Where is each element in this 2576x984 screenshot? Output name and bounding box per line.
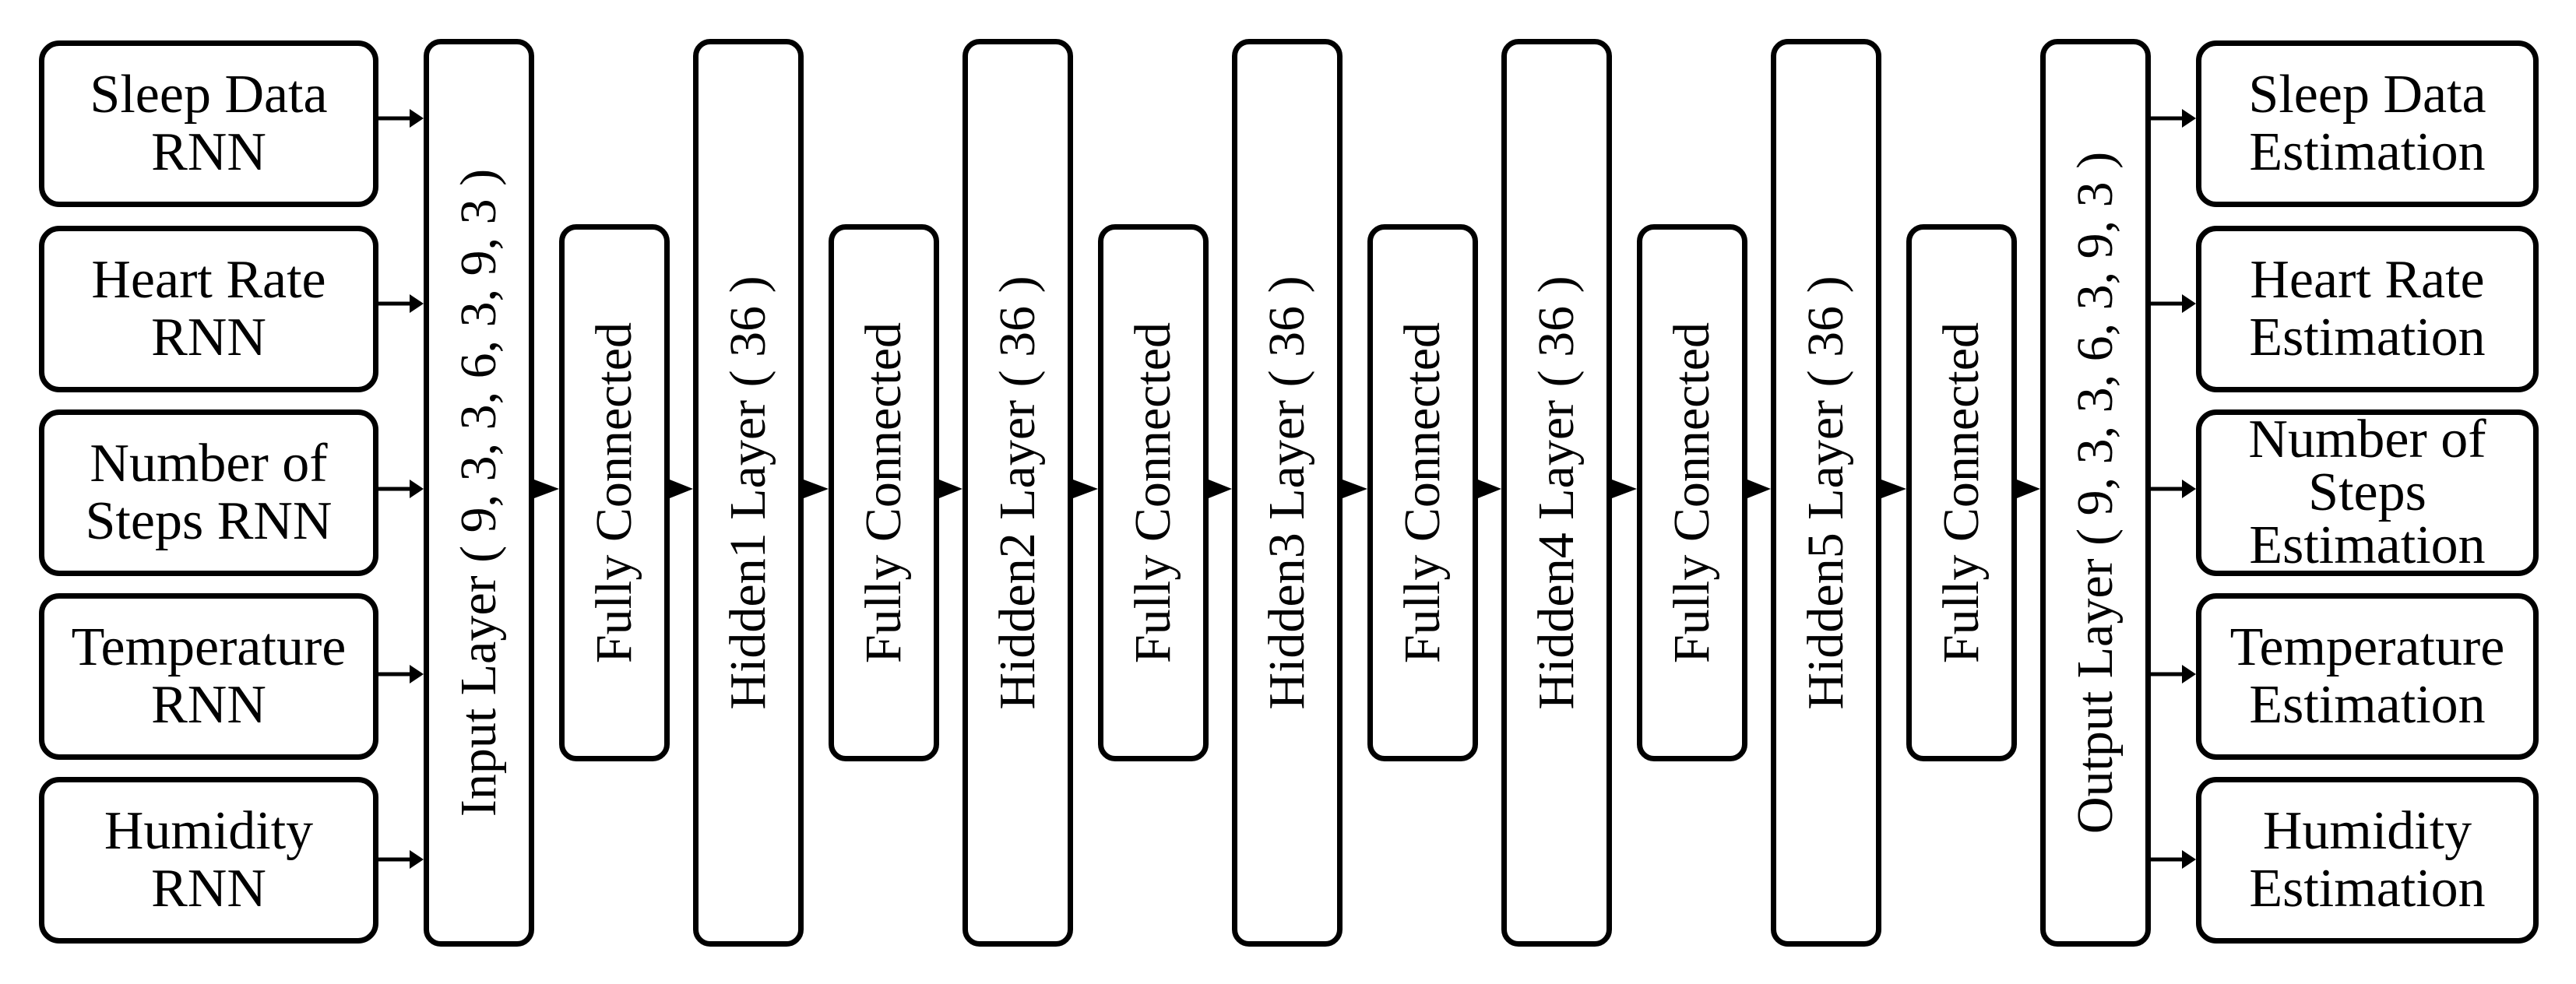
output-line: Heart Rate <box>2250 250 2485 310</box>
input-line: RNN <box>151 122 266 182</box>
hidden5-layer: Hidden5 Layer ( 36 ) <box>1771 39 1881 947</box>
fully-connected-3: Fully Connected <box>1098 224 1209 761</box>
output-layer: Output Layer ( 9, 3, 3, 6, 3, 9, 3 ) <box>2040 39 2151 947</box>
hidden2-layer: Hidden2 Layer ( 36 ) <box>962 39 1073 947</box>
arrowhead <box>1881 480 1906 498</box>
arrowhead <box>2182 850 2196 869</box>
hidden3-layer: Hidden3 Layer ( 36 ) <box>1232 39 1343 947</box>
output-line: Temperature <box>2229 617 2505 677</box>
hidden3-layer-label: Hidden3 Layer ( 36 ) <box>1258 276 1315 710</box>
fully-connected-label: Fully Connected <box>1663 322 1720 664</box>
fully-connected-label: Fully Connected <box>1933 322 1990 664</box>
fully-connected-5: Fully Connected <box>1637 224 1747 761</box>
input-layer-label: Input Layer ( 9, 3, 3, 6, 3, 9, 3 ) <box>450 168 507 817</box>
input-layer: Input Layer ( 9, 3, 3, 6, 3, 9, 3 ) <box>424 39 534 947</box>
arrowhead <box>534 480 559 498</box>
arrowhead <box>2182 294 2196 313</box>
output-line: Steps <box>2308 462 2426 522</box>
input-line: RNN <box>151 859 266 919</box>
input-line: Number of <box>90 434 328 494</box>
fully-connected-label: Fully Connected <box>586 322 642 664</box>
arrowhead <box>2182 665 2196 684</box>
arrowhead <box>1478 480 1501 498</box>
arrowhead <box>410 294 424 313</box>
input-line: Heart Rate <box>91 250 326 310</box>
arrowhead <box>2182 480 2196 498</box>
hidden1-layer: Hidden1 Layer ( 36 ) <box>693 39 804 947</box>
output-line: Estimation <box>2249 308 2486 367</box>
arrowhead <box>410 665 424 684</box>
fully-connected-label: Fully Connected <box>855 322 912 664</box>
output-line: Estimation <box>2249 515 2486 575</box>
fully-connected-2: Fully Connected <box>829 224 939 761</box>
hidden4-layer: Hidden4 Layer ( 36 ) <box>1501 39 1612 947</box>
arrowhead <box>2182 109 2196 128</box>
output-line: Estimation <box>2249 859 2486 919</box>
hidden1-layer-label: Hidden1 Layer ( 36 ) <box>720 276 776 710</box>
output-line: Sleep Data <box>2248 65 2486 125</box>
arrowhead <box>2017 480 2040 498</box>
output-line: Humidity <box>2262 801 2472 861</box>
arrowhead <box>410 480 424 498</box>
arrowhead <box>939 480 962 498</box>
fully-connected-1: Fully Connected <box>559 224 670 761</box>
fully-connected-label: Fully Connected <box>1124 322 1181 664</box>
input-line: Humidity <box>104 801 314 861</box>
output-line: Estimation <box>2249 122 2486 182</box>
arrowhead <box>804 480 829 498</box>
output-line: Number of <box>2248 409 2486 469</box>
fully-connected-label: Fully Connected <box>1394 322 1451 664</box>
arrowhead <box>410 109 424 128</box>
fully-connected-6: Fully Connected <box>1906 224 2017 761</box>
arrowhead <box>670 480 693 498</box>
input-line: RNN <box>151 308 266 367</box>
arrowhead <box>1612 480 1637 498</box>
hidden4-layer-label: Hidden4 Layer ( 36 ) <box>1528 276 1585 710</box>
output-layer-label: Output Layer ( 9, 3, 3, 6, 3, 9, 3 ) <box>2067 151 2124 835</box>
input-line: RNN <box>151 675 266 735</box>
arrowhead <box>1209 480 1232 498</box>
input-line: Sleep Data <box>90 65 328 125</box>
arrowhead <box>1747 480 1771 498</box>
output-line: Estimation <box>2249 675 2486 735</box>
arrowhead <box>1343 480 1367 498</box>
arrowhead <box>1073 480 1098 498</box>
input-line: Temperature <box>71 617 347 677</box>
arrowhead <box>410 850 424 869</box>
input-line: Steps RNN <box>85 491 333 551</box>
hidden2-layer-label: Hidden2 Layer ( 36 ) <box>989 276 1046 710</box>
fully-connected-4: Fully Connected <box>1367 224 1478 761</box>
hidden5-layer-label: Hidden5 Layer ( 36 ) <box>1797 276 1854 710</box>
